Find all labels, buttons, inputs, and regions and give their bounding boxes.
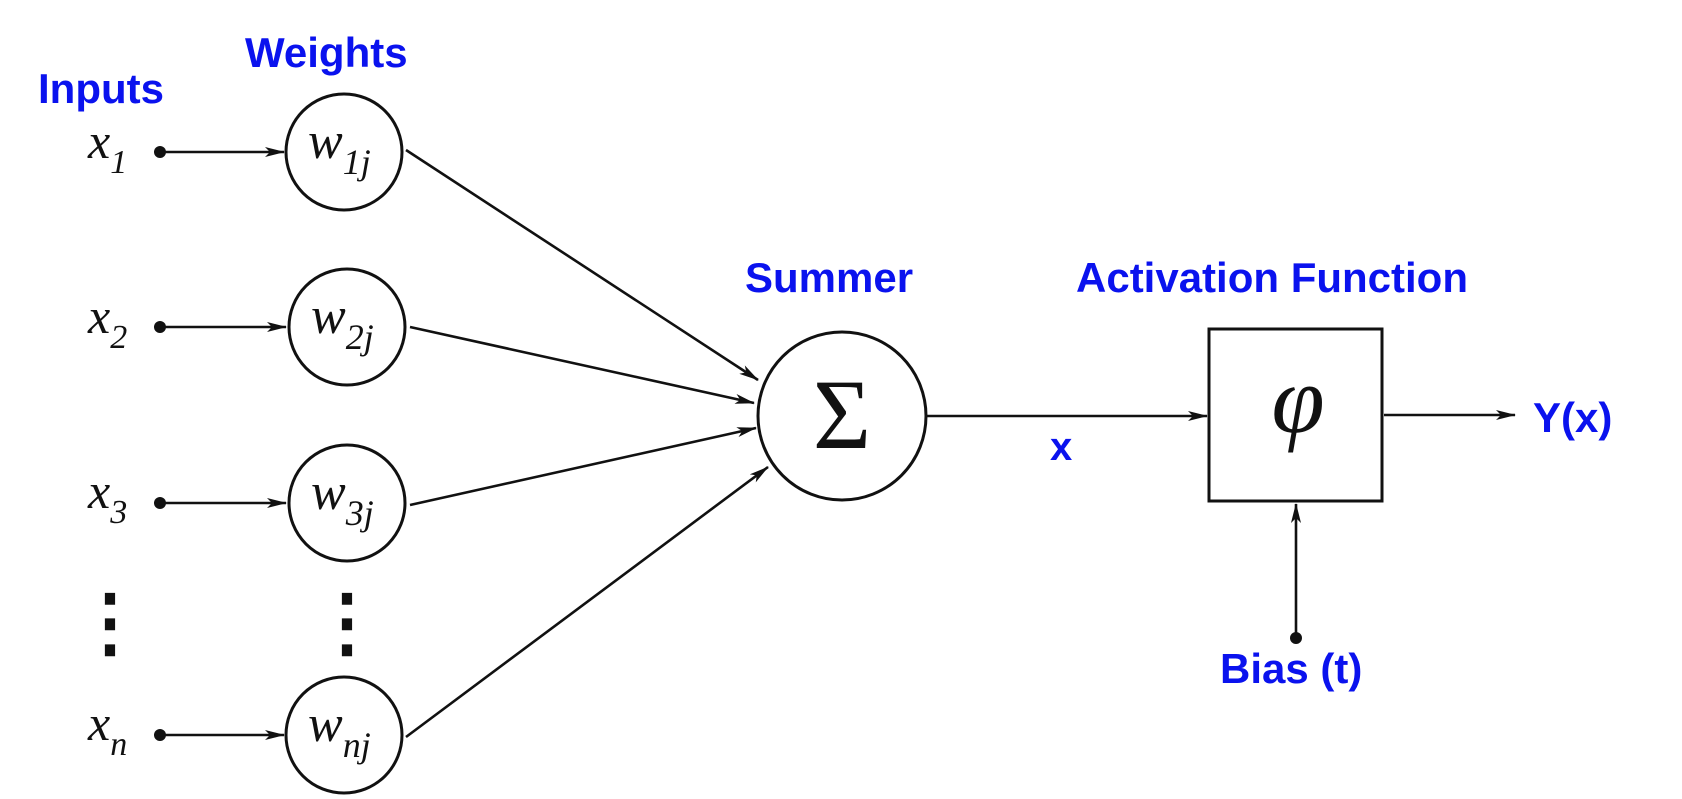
weight-label-1: w1j [308, 113, 371, 182]
input-base-2: x [87, 288, 110, 344]
input-row-3: x3 w3j [87, 426, 757, 563]
inputs-heading: Inputs [38, 65, 164, 112]
weight-to-summer-arrow-3 [409, 426, 757, 507]
weight-node-3 [287, 443, 407, 563]
output-label: Y(x) [1533, 394, 1612, 441]
weight-to-summer-arrow-1 [405, 148, 759, 382]
activation-box [1207, 327, 1384, 503]
weight-sub-1: 1j [343, 142, 371, 182]
activation-heading: Activation Function [1076, 254, 1468, 301]
summer-heading: Summer [745, 254, 913, 301]
bias-dot [1290, 632, 1302, 644]
weight-node-2 [287, 267, 407, 387]
input-sub-n: n [110, 726, 127, 763]
input-base-3: x [87, 463, 110, 519]
input-base-n: x [87, 695, 110, 751]
input-sub-2: 2 [110, 319, 127, 356]
input-row-1: x1 w1j [87, 92, 759, 382]
input-label-1: x1 [87, 113, 127, 181]
weights-ellipsis: ⋮ [309, 581, 385, 665]
input-row-n: xn wnj [87, 465, 769, 795]
weight-sub-n: nj [343, 725, 371, 765]
input-base-1: x [87, 113, 110, 169]
weight-label-3: w3j [311, 464, 374, 533]
weight-to-summer-arrow-2 [409, 325, 755, 405]
weight-label-n: wnj [308, 696, 371, 765]
input-sub-3: 3 [109, 494, 127, 531]
weight-node-1 [284, 92, 404, 212]
input-label-2: x2 [87, 288, 127, 356]
weight-label-2: w2j [311, 288, 374, 357]
weight-sub-2: 2j [346, 317, 374, 357]
weights-heading: Weights [245, 29, 408, 76]
weight-base-2: w [311, 288, 346, 345]
activation-symbol: φ [1271, 346, 1324, 453]
weight-sub-3: 3j [345, 493, 374, 533]
inputs-ellipsis: ⋮ [72, 581, 148, 665]
weight-node-n [284, 675, 404, 795]
input-row-2: x2 w2j [87, 267, 755, 405]
net-input-label: x [1050, 425, 1072, 469]
weight-base-3: w [311, 464, 346, 521]
input-label-n: xn [87, 695, 127, 763]
weight-base-1: w [308, 113, 343, 170]
input-sub-1: 1 [110, 144, 127, 181]
weight-base-n: w [308, 696, 343, 753]
summer-symbol: Σ [813, 359, 871, 470]
bias-label: Bias (t) [1220, 645, 1362, 692]
weight-to-summer-arrow-n [405, 465, 769, 739]
input-label-3: x3 [87, 463, 127, 531]
